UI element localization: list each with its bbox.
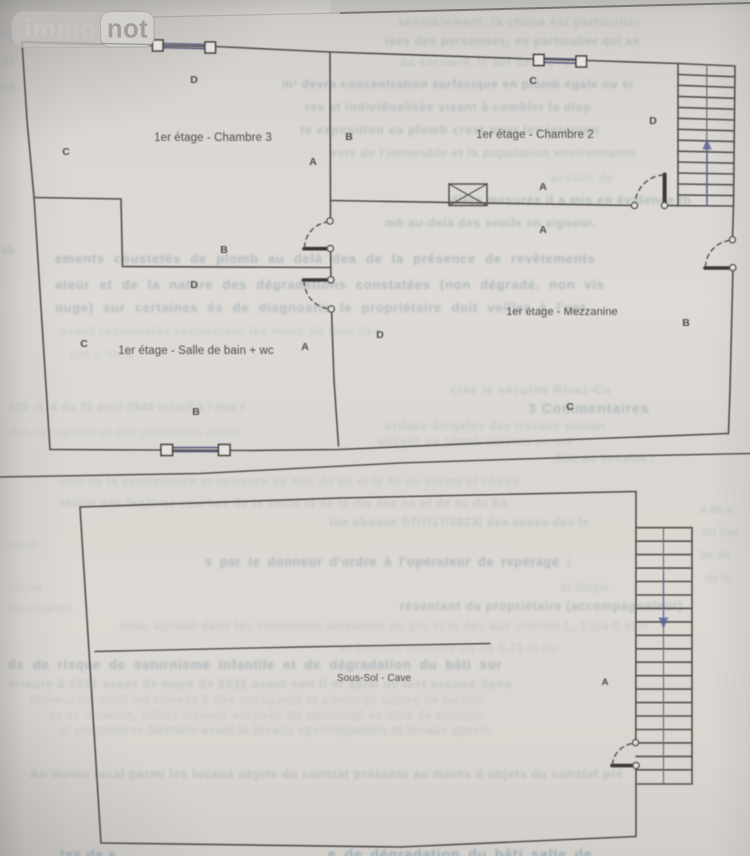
svg-text:B: B xyxy=(345,131,353,143)
svg-text:D: D xyxy=(190,279,198,291)
svg-text:C: C xyxy=(62,146,70,158)
svg-text:saue: saue xyxy=(8,540,37,552)
svg-text:A: A xyxy=(602,677,609,688)
svg-text:ements coustetés de plomb au d: ements coustetés de plomb au delà dea de… xyxy=(55,251,595,266)
svg-text:ouge) sur certaines és de dia: ouge) sur certaines és de diagnostic le … xyxy=(55,300,586,315)
svg-text:de: de xyxy=(1,53,15,67)
svg-text:demeurant droit les relevés à: demeurant droit les relevés à des occupa… xyxy=(30,695,485,707)
svg-text:te exposition au plomb crest p: te exposition au plomb crest pour les in… xyxy=(300,123,600,137)
svg-text:trab de la permanence et opaqu: trab de la permanence et opaques au mur … xyxy=(60,476,519,488)
svg-text:sensiblement, la chose est par: sensiblement, la chose est particulier xyxy=(398,17,641,29)
svg-text:mb au-delà des seuils en vigue: mb au-delà des seuils en vigueur. xyxy=(385,216,596,230)
svg-text:de la: de la xyxy=(705,573,732,585)
svg-text:let de: let de xyxy=(700,550,730,562)
svg-text:ises des personnes; en particu: ises des personnes; en particulier qui s… xyxy=(385,36,640,48)
svg-text:tes de s: tes de s xyxy=(60,847,117,856)
svg-text:crée le sécurim Rivez-Co: crée le sécurim Rivez-Co xyxy=(450,383,611,397)
svg-text:D: D xyxy=(190,74,198,86)
svg-text:résentant du propriétaire (acc: résentant du propriétaire (accompagnateu… xyxy=(400,599,683,613)
svg-text:3 Commentaires: 3 Commentaires xyxy=(528,400,650,416)
svg-text:A: A xyxy=(309,156,317,168)
svg-text:et formule normale ou au 0,73: et formule normale ou au 0,73 m du xyxy=(340,643,557,655)
svg-text:1er étage - Salle de bain + wc: 1er étage - Salle de bain + wc xyxy=(118,345,274,357)
svg-text:ds de risque de saturnisme inf: ds de risque de saturnisme infantile et … xyxy=(8,657,502,672)
svg-text:ssant reconnaiss recouvra: ssant reconnaiss recouvrant les murs de … xyxy=(60,324,381,338)
svg-text:des occupants et des personnes: des occupants et des personnes amen xyxy=(10,427,239,439)
svg-text:ration des fenêtres courbes de: ration des fenêtres courbes de la seule … xyxy=(60,498,507,510)
svg-text:sb: sb xyxy=(1,243,15,257)
svg-text:du bas: du bas xyxy=(702,527,739,539)
svg-text:au secourd, le sol de fes re: au secourd, le sol de fes re xyxy=(400,57,570,69)
svg-text:si dispo: si dispo xyxy=(560,582,609,594)
svg-text:s par le donneur d'ordre à l'o: s par le donneur d'ordre à l'opérateur d… xyxy=(205,555,572,569)
svg-text:B: B xyxy=(192,406,200,418)
svg-text:202 -474 du 25 avril 2846 rela: 202 -474 du 25 avril 2846 relatif à l'ét… xyxy=(8,402,245,414)
svg-text:1er étage - Mezzanine: 1er étage - Mezzanine xyxy=(506,306,618,318)
svg-text:1er étage - Chambre 2: 1er étage - Chambre 2 xyxy=(476,129,594,141)
svg-text:et de location, lailles travau: et de location, lailles travaux accusés … xyxy=(50,710,484,722)
svg-text:A: A xyxy=(301,341,309,353)
svg-text:C: C xyxy=(80,338,88,350)
svg-text:este de l'immeuble et la popul: este de l'immeuble et la population envi… xyxy=(330,146,636,160)
svg-text:m² devra concentration surfa: m² devra concentration surfacique en plo… xyxy=(282,77,633,91)
svg-text:D: D xyxy=(649,115,657,127)
svg-text:C: C xyxy=(529,75,537,87)
svg-text:dité au constat ;: dité au constat ; xyxy=(555,453,655,465)
svg-text:B: B xyxy=(682,317,690,329)
svg-text:si procédures bastune avant la: si procédures bastune avant la locaux sp… xyxy=(60,725,489,737)
svg-text:assion de: assion de xyxy=(550,171,614,185)
svg-text:ine obaque S7/7/17/2023) de: ine obaque S7/7/17/2023) des apses des l… xyxy=(330,517,589,529)
svg-text:res et individualisée visant à: res et individualisée visant à combler l… xyxy=(305,100,591,114)
svg-text:ateur et de la nature des dégr: ateur et de la nature des dégradations c… xyxy=(55,277,605,292)
svg-text:immo: immo xyxy=(24,16,98,44)
svg-text:Sous-Sol - Cave: Sous-Sol - Cave xyxy=(337,673,412,684)
svg-text:ns: ns xyxy=(1,79,15,93)
svg-text:e de dégradation du bâti sall: e de dégradation du bâti salle de xyxy=(328,846,593,856)
svg-text:e de s: e de s xyxy=(700,504,733,516)
svg-text:D: D xyxy=(376,329,384,341)
svg-text:C: C xyxy=(566,401,574,413)
svg-text:not: not xyxy=(107,16,148,44)
svg-text:A: A xyxy=(539,224,547,236)
svg-text:Au moins local parmi les locau: Au moins local parmi les locaux objets d… xyxy=(30,767,624,781)
svg-text:ordane dirigeles des travaux s: ordane dirigeles des travaux suivan xyxy=(385,421,605,433)
svg-text:sique: sique xyxy=(8,582,42,594)
svg-text:1er étage - Chambre 3: 1er étage - Chambre 3 xyxy=(154,132,272,144)
svg-text:resentants: resentants xyxy=(8,603,73,615)
svg-text:tima, accusé dans les conditio: tima, accusé dans les conditions suivant… xyxy=(120,621,648,633)
svg-text:ide s de s: ide s de s xyxy=(70,347,133,361)
svg-text:A: A xyxy=(539,181,547,193)
svg-text:B: B xyxy=(220,244,228,256)
svg-text:érieure à 2011 avant de murs d: érieure à 2011 avant de murs de 2011 ava… xyxy=(8,677,512,691)
